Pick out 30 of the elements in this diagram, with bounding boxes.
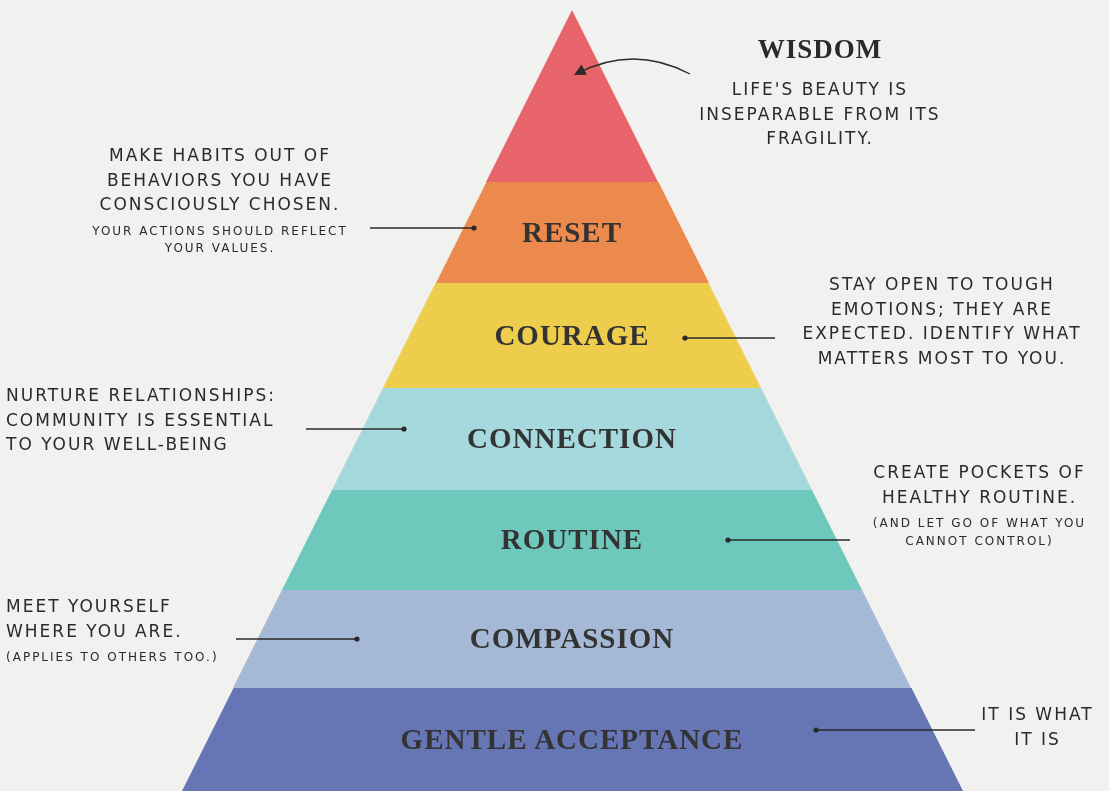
annotation-text: IT IS WHAT IT IS	[980, 703, 1095, 751]
annotation-text: MEET YOURSELF WHERE YOU ARE.	[6, 595, 184, 643]
band-label: RESET	[520, 215, 624, 249]
pyramid-band	[383, 283, 761, 388]
leader-line	[813, 727, 976, 733]
annotation-note: (APPLIES TO OTHERS TOO.)	[6, 649, 220, 667]
band-label: COURAGE	[493, 318, 651, 352]
pyramid-band	[233, 590, 911, 688]
pyramid-band	[332, 388, 812, 490]
annotation-note: YOUR ACTIONS SHOULD REFLECT YOUR VALUES.	[91, 222, 349, 258]
arrow	[573, 58, 691, 76]
pyramid-band	[181, 688, 963, 791]
band-label: GENTLE ACCEPTANCE	[399, 722, 745, 756]
pyramid-band	[435, 182, 709, 283]
band-label: COMPASSION	[468, 622, 676, 655]
annotation-text: CREATE POCKETS OF HEALTHY ROUTINE.	[872, 461, 1087, 509]
heading: WISDOM	[756, 33, 884, 66]
pyramid-band	[282, 490, 862, 590]
band-label: CONNECTION	[466, 422, 678, 455]
leader-line	[235, 636, 360, 642]
leader-line	[305, 426, 407, 432]
annotation-text: NURTURE RELATIONSHIPS: COMMUNITY IS ESSENTIAL TO YOUR WELL-BEING	[6, 384, 278, 457]
annotation-text: STAY OPEN TO TOUGH EMOTIONS; THEY ARE EXPECTED. IDENTIFY WHAT MATTERS MOST TO YOU.	[801, 273, 1083, 370]
leader-line	[682, 335, 776, 341]
annotation-note: (AND LET GO OF WHAT YOU CANNOT CONTROL)	[871, 515, 1088, 550]
annotation-note: LIFE'S BEAUTY IS INSEPARABLE FROM ITS FRAGILITY.	[698, 78, 942, 151]
leader-line	[369, 225, 477, 231]
annotation-text: MAKE HABITS OUT OF BEHAVIORS YOU HAVE CONSCIOUSLY CHOSEN.	[98, 144, 342, 217]
pyramid-tip	[486, 10, 658, 182]
band-label: ROUTINE	[499, 523, 645, 556]
